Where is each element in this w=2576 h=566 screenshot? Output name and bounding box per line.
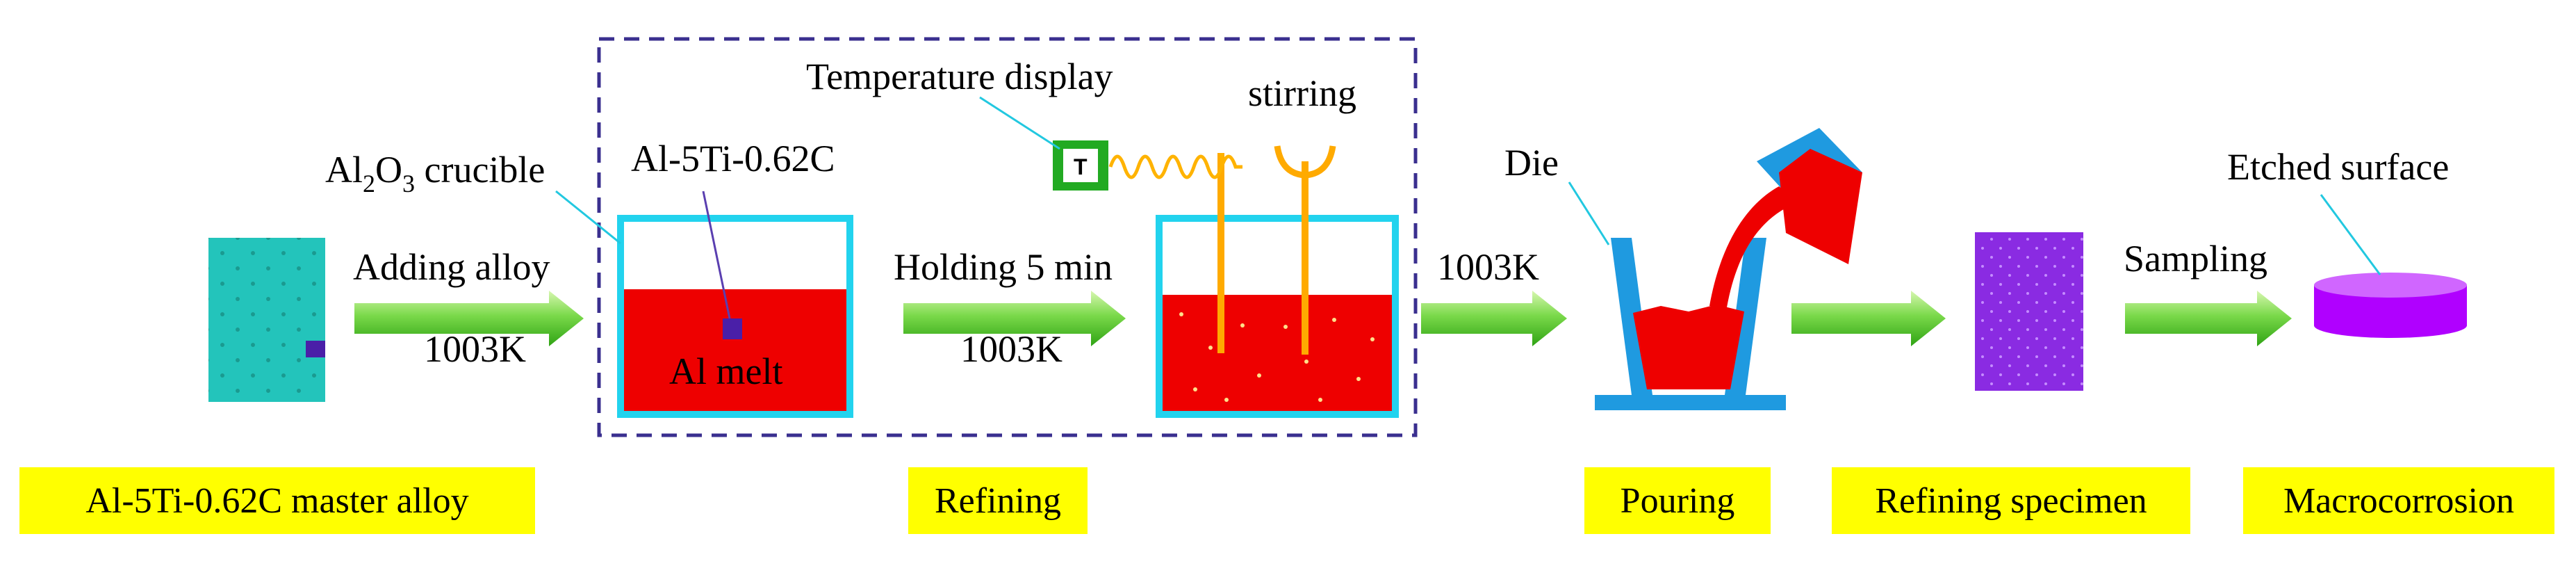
- refining-dashed-box: [597, 37, 1418, 437]
- master-alloy-block: [208, 238, 325, 402]
- stirring-label: stirring: [1248, 72, 1356, 114]
- arrow-adding-alloy: [354, 291, 584, 346]
- svg-text:Pouring: Pouring: [1621, 481, 1735, 521]
- die-pointer-line: [1568, 181, 1610, 245]
- alloy-inset: [306, 341, 325, 357]
- al-melt-label: Al melt: [669, 350, 782, 392]
- thermocouple-probe: [1217, 153, 1224, 353]
- stirrer: [1274, 145, 1336, 355]
- melt-particles: [1179, 312, 1375, 402]
- die-label: Die: [1504, 142, 1559, 184]
- refining-specimen: [1975, 232, 2083, 391]
- stage-label-3: Pouring: [1584, 467, 1771, 534]
- arrow-to-pouring: [1421, 291, 1567, 346]
- temp-label-1: 1003K: [424, 328, 526, 370]
- display-pointer-line: [979, 96, 1060, 150]
- arrow-holding: [903, 291, 1126, 346]
- temperature-display-icon: T: [1053, 140, 1108, 191]
- svg-text:Refining: Refining: [935, 481, 1061, 521]
- arrow-to-specimen: [1791, 291, 1946, 346]
- stirred-melt: [1163, 295, 1392, 411]
- display-glyph: T: [1074, 154, 1088, 179]
- die-melt: [1633, 305, 1744, 389]
- crucible-2: [1156, 215, 1399, 418]
- arrow-sampling: [2125, 291, 2292, 346]
- pouring-ladle: [1757, 128, 1862, 264]
- stage-label-1: Al-5Ti-0.62C master alloy: [19, 467, 535, 534]
- stage-label-2: Refining: [908, 467, 1088, 534]
- temperature-display-label: Temperature display: [806, 56, 1113, 97]
- holding-label: Holding 5 min: [894, 246, 1113, 288]
- sampling-label: Sampling: [2124, 238, 2267, 280]
- svg-text:Refining specimen: Refining specimen: [1875, 481, 2147, 521]
- etched-disc: [2314, 273, 2467, 338]
- adding-alloy-label: Adding alloy: [353, 246, 550, 288]
- etched-surface-label: Etched surface: [2227, 146, 2449, 188]
- alloy-piece: [723, 318, 742, 339]
- pour-stream: [1709, 186, 1800, 307]
- al-melt: [624, 289, 846, 411]
- die: [1595, 238, 1786, 410]
- crucible-1: [617, 215, 853, 418]
- thermocouple-wire: [1108, 154, 1242, 179]
- stage-label-4: Refining specimen: [1832, 467, 2190, 534]
- svg-text:Al-5Ti-0.62C master alloy: Al-5Ti-0.62C master alloy: [85, 481, 468, 521]
- temp-label-3: 1003K: [1437, 246, 1539, 288]
- etched-pointer-line: [2320, 194, 2381, 275]
- svg-text:Macrocorrosion: Macrocorrosion: [2283, 481, 2514, 521]
- alloy-pointer-line: [702, 191, 731, 319]
- alloy-in-melt-label: Al-5Ti-0.62C: [631, 138, 835, 179]
- temp-label-2: 1003K: [960, 328, 1063, 370]
- stage-label-5: Macrocorrosion: [2243, 467, 2554, 534]
- crucible-pointer-line: [555, 190, 621, 245]
- crucible-label: Al2O3 crucible: [325, 149, 545, 197]
